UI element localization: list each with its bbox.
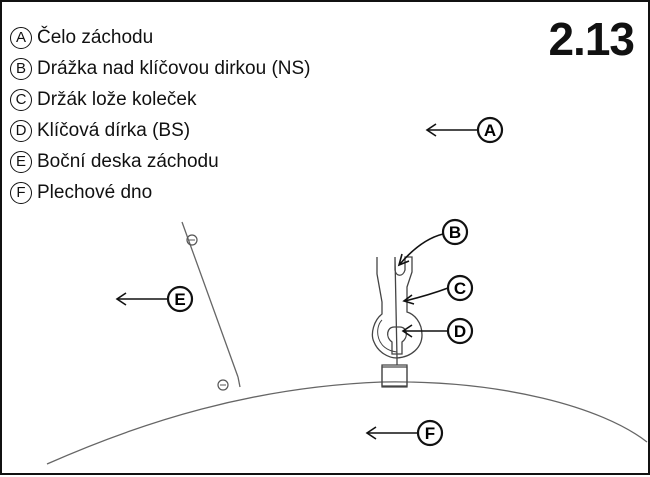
legend-item-f: F Plechové dno [10, 177, 311, 208]
side-board-lower-edge [237, 376, 241, 388]
arrow-d [401, 324, 448, 338]
legend-label: Boční deska záchodu [37, 150, 219, 172]
screw-lower [217, 379, 229, 391]
legend-letter: F [10, 181, 32, 204]
keyhole [387, 326, 407, 355]
legend-letter: C [10, 88, 32, 111]
sheet-metal-bottom-curve [46, 381, 648, 465]
legend-label: Čelo záchodu [37, 26, 154, 48]
arrow-b [397, 233, 444, 267]
step-number: 2.13 [548, 13, 635, 65]
callout-d: D [446, 317, 474, 345]
callout-b: B [441, 218, 469, 246]
legend-label: Držák lože koleček [37, 88, 197, 110]
bracket-base-block [381, 366, 408, 388]
arrow-e [115, 292, 168, 306]
svg-text:D: D [454, 322, 466, 341]
side-board-edge [181, 221, 239, 378]
screw-upper [186, 234, 198, 246]
legend-label: Plechové dno [37, 181, 153, 203]
legend-item-b: B Drážka nad klíčovou dirkou (NS) [10, 53, 311, 84]
keyhole-ring [377, 319, 398, 353]
svg-text:F: F [425, 424, 435, 443]
svg-text:A: A [484, 121, 496, 140]
legend-item-d: D Klíčová dírka (BS) [10, 115, 311, 146]
svg-text:E: E [174, 290, 185, 309]
legend: A Čelo záchodu B Drážka nad klíčovou dir… [10, 22, 311, 208]
callout-a: A [476, 116, 504, 144]
svg-text:C: C [454, 279, 466, 298]
legend-letter: E [10, 150, 32, 173]
svg-text:B: B [449, 223, 461, 242]
legend-label: Klíčová dírka (BS) [37, 119, 191, 141]
legend-letter: A [10, 26, 32, 49]
callout-e: E [166, 285, 194, 313]
legend-letter: B [10, 57, 32, 80]
legend-label: Drážka nad klíčovou dirkou (NS) [37, 57, 311, 79]
arrow-a [425, 123, 480, 137]
arrow-f [365, 426, 418, 440]
callout-f: F [416, 419, 444, 447]
legend-item-c: C Držák lože koleček [10, 84, 311, 115]
callout-c: C [446, 274, 474, 302]
wheel-bed-holder-bracket [371, 256, 423, 387]
arrow-c [402, 287, 449, 305]
legend-letter: D [10, 119, 32, 142]
legend-item-e: E Boční deska záchodu [10, 146, 311, 177]
legend-item-a: A Čelo záchodu [10, 22, 311, 53]
